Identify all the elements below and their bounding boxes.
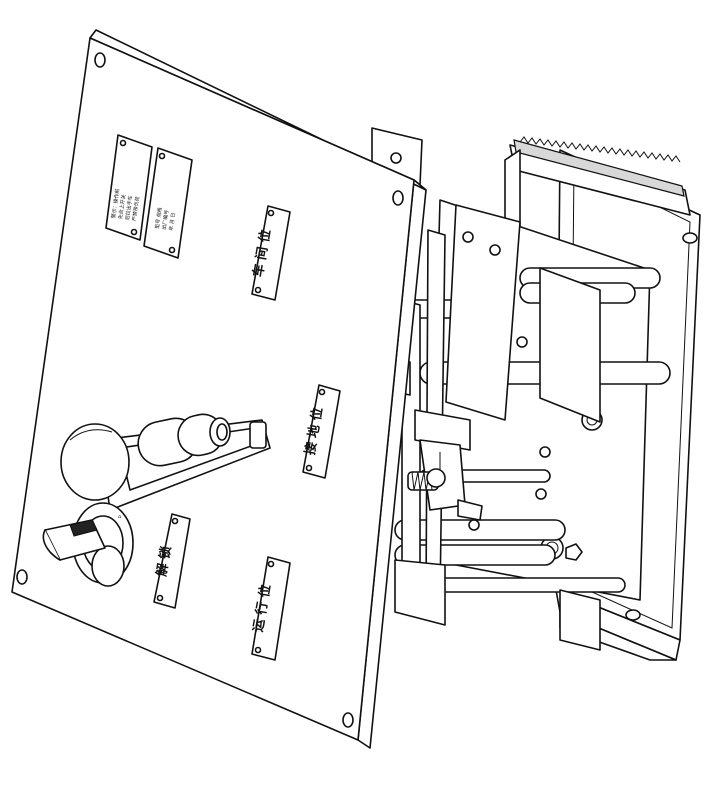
rating-plate: 型号 规格 出厂编号 年 月 日 [143, 147, 193, 259]
key-symbol: ⌂ [118, 514, 121, 520]
bolt-icon [565, 543, 583, 561]
rating-line-3: 年 月 日 [167, 212, 176, 231]
rating-line-1: 型号 规格 [154, 207, 164, 229]
front-panel [11, 29, 427, 749]
bottom-frame [394, 559, 601, 651]
warning-line-4: 严禁带负荷 [131, 196, 141, 222]
mounting-hole-icon [392, 190, 404, 206]
key-switch-icon[interactable]: ⌂ [42, 502, 134, 587]
mounting-hole-icon [682, 232, 698, 244]
label-plate-unlock: 解 锁 [153, 513, 191, 609]
mounting-hole-icon [390, 152, 402, 164]
warning-line-1: 警示：操作前 [110, 188, 121, 219]
warning-line-3: 后拉出手车 [124, 195, 134, 221]
mounting-hole-icon [16, 569, 28, 585]
label-unlock: 解 锁 [153, 545, 174, 579]
connector-teeth [519, 136, 681, 163]
label-plate-test-position: 车 间 位 [250, 205, 291, 301]
mounting-hole-icon [342, 712, 354, 728]
label-plate-run-position: 运 行 位 [250, 556, 291, 661]
mounting-hole-icon [94, 52, 106, 68]
warning-plate: 警示：操作前 先合上开关 后拉出手车 严禁带负荷 [105, 134, 153, 241]
panel-face [11, 37, 415, 741]
rating-line-2: 出厂编号 [161, 209, 171, 230]
crank-handle-icon[interactable] [60, 411, 271, 511]
label-plate-ground-position: 接 地 位 [302, 384, 341, 479]
mounting-hole-icon [625, 609, 641, 621]
warning-line-2: 先合上开关 [117, 194, 127, 220]
